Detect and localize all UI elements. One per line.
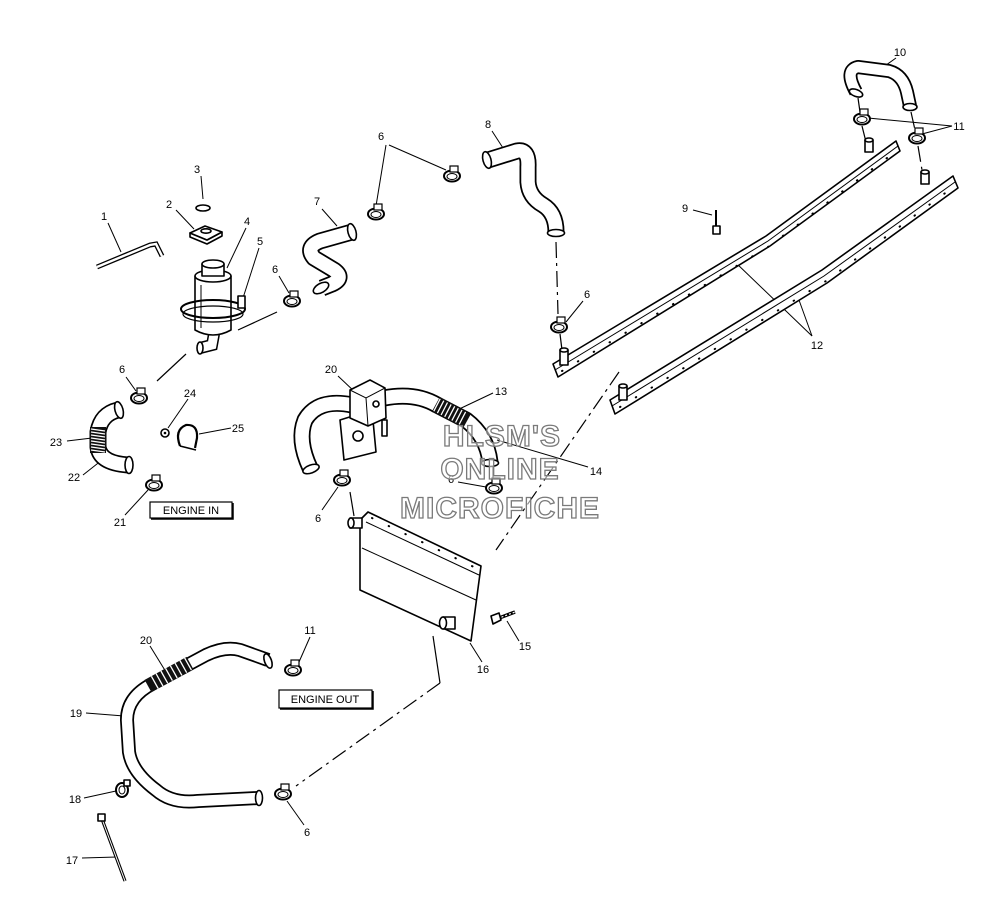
callout-21: 21 — [114, 517, 126, 529]
engine-in-text: ENGINE IN — [163, 505, 219, 517]
callout-6-f: 6 — [315, 513, 321, 525]
p-clamp — [176, 423, 199, 451]
callout-2: 2 — [166, 199, 172, 211]
engine-out-text: ENGINE OUT — [291, 694, 360, 706]
bottle-cap — [189, 225, 223, 245]
callout-23: 23 — [50, 437, 62, 449]
callout-10: 10 — [894, 47, 906, 59]
callout-6-e: 6 — [448, 474, 454, 486]
watermark-line-2: ONLINE — [440, 453, 559, 486]
callout-14: 14 — [590, 466, 602, 478]
coolant-bottle — [195, 259, 232, 355]
hose-clamp-11c — [284, 659, 302, 677]
o-ring — [195, 204, 211, 212]
callout-18: 18 — [69, 794, 81, 806]
pin — [712, 210, 721, 235]
callout-6-c: 6 — [584, 289, 590, 301]
callout-17: 17 — [66, 855, 78, 867]
callout-4: 4 — [244, 216, 250, 228]
rod-tool — [97, 244, 162, 267]
corrugated-section-23 — [90, 428, 106, 453]
hose-8 — [481, 151, 566, 237]
connector-lines — [156, 97, 923, 787]
cable-tie — [97, 813, 127, 882]
callouts: 1 2 3 4 5 6 6 7 8 9 10 11 12 6 6 24 25 2… — [50, 47, 965, 867]
watermark: HLSM'S ONLINE MICROFICHE — [399, 419, 600, 525]
bottle-bracket — [180, 295, 246, 323]
engine-out-label: ENGINE OUT — [278, 689, 374, 710]
callout-24: 24 — [184, 388, 196, 400]
callout-25: 25 — [232, 423, 244, 435]
thermostat-housing — [339, 379, 388, 461]
callout-12: 12 — [811, 340, 823, 352]
hose-22 — [90, 400, 133, 475]
washer — [160, 428, 170, 438]
watermark-line-1: HLSM'S — [443, 420, 561, 453]
callout-9: 9 — [682, 203, 688, 215]
callout-6-d: 6 — [119, 364, 125, 376]
callout-5: 5 — [257, 236, 263, 248]
radiator-panel — [347, 511, 482, 642]
watermark-line-3: MICROFICHE — [400, 492, 600, 525]
callout-13: 13 — [495, 386, 507, 398]
hose-13 — [384, 396, 500, 466]
callout-7: 7 — [314, 196, 320, 208]
hose-clamp-11b — [908, 127, 926, 145]
hose-clamp-21 — [145, 474, 163, 492]
cooler-rail-lower — [609, 169, 959, 415]
hose-10 — [848, 67, 918, 111]
callout-6-a: 6 — [272, 264, 278, 276]
hose-clamp-6e — [130, 387, 148, 405]
hose-clamp-6a — [283, 290, 301, 308]
callout-3: 3 — [194, 164, 200, 176]
callout-6-b: 6 — [378, 131, 384, 143]
bleeder-screw — [490, 610, 516, 625]
hose-clamp-6d — [550, 316, 568, 334]
callout-16: 16 — [477, 664, 489, 676]
callout-20-b: 20 — [140, 635, 152, 647]
callout-1: 1 — [101, 211, 107, 223]
corrugated-section-20 — [150, 657, 192, 689]
hose-20-left — [302, 403, 352, 475]
callout-6-g: 6 — [304, 827, 310, 839]
callout-8: 8 — [485, 119, 491, 131]
hose-clamp-11a — [853, 108, 871, 126]
callout-15: 15 — [519, 641, 531, 653]
spring-clamp — [115, 779, 131, 798]
hose-19 — [127, 649, 274, 806]
callout-11-b: 11 — [304, 625, 315, 637]
hose-clamp-6c — [443, 165, 461, 183]
hose-7 — [311, 222, 358, 296]
callout-19: 19 — [70, 708, 82, 720]
corrugated-section-13 — [433, 398, 467, 425]
callout-11-a: 11 — [953, 121, 964, 133]
hose-clamp-6f — [333, 469, 351, 487]
engine-in-label: ENGINE IN — [149, 501, 234, 520]
cooler-rail-upper — [552, 137, 901, 378]
hose-clamp-6h — [274, 783, 292, 801]
hose-clamp-6b — [367, 203, 385, 221]
callout-20-a: 20 — [325, 364, 337, 376]
callout-22: 22 — [68, 472, 80, 484]
